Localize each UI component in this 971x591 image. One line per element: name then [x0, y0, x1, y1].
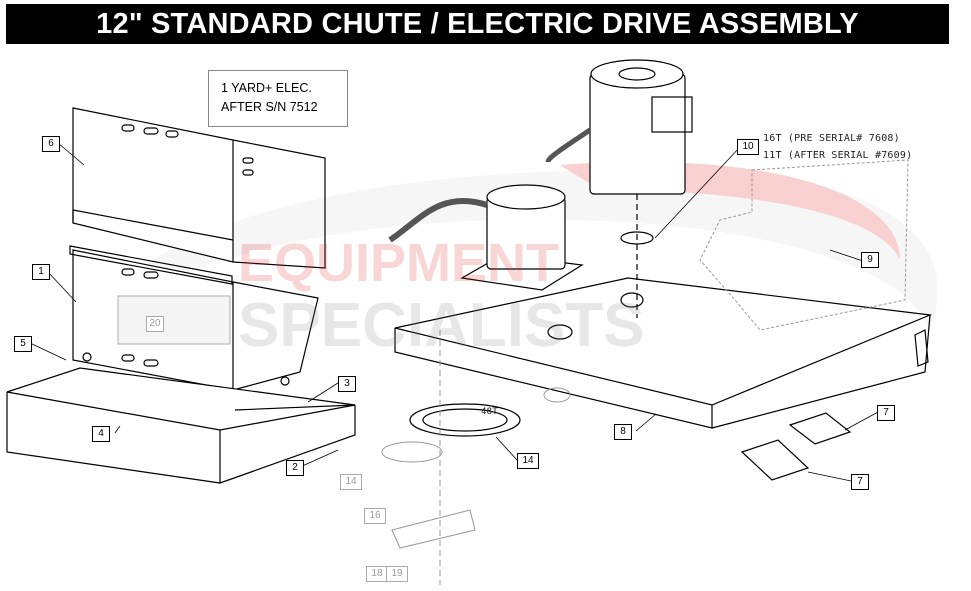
- callout-18: 18: [366, 566, 388, 582]
- callout-1: 1: [32, 264, 50, 280]
- callout-2: 2: [286, 460, 304, 476]
- note-box: 1 YARD+ ELEC. AFTER S/N 7512: [208, 70, 348, 127]
- page-title: 12" STANDARD CHUTE / ELECTRIC DRIVE ASSE…: [96, 7, 859, 40]
- callout-19: 19: [386, 566, 408, 582]
- base-plate: [394, 277, 933, 429]
- chute-base: [6, 352, 356, 484]
- callout-14b: 14: [340, 474, 362, 490]
- drive-sprocket: [409, 403, 521, 437]
- callout-4: 4: [92, 426, 110, 442]
- cover-plates: [740, 412, 852, 481]
- leader-lines: [29, 142, 879, 482]
- callout-9: 9: [861, 252, 879, 268]
- title-bar: 12" STANDARD CHUTE / ELECTRIC DRIVE ASSE…: [6, 4, 949, 44]
- callout-14a: 14: [517, 453, 539, 469]
- callout-5: 5: [14, 336, 32, 352]
- callout-20: 20: [146, 316, 164, 332]
- note-line-1: 1 YARD+ ELEC.: [221, 81, 312, 95]
- callout-3: 3: [338, 376, 356, 392]
- callout-7a: 7: [877, 405, 895, 421]
- teeth-note-after: 11T (AFTER SERIAL #7609): [763, 150, 913, 161]
- chute-upper-panel: [72, 107, 326, 269]
- callout-10: 10: [737, 139, 759, 155]
- callout-7b: 7: [851, 474, 869, 490]
- gear-motor-large: [545, 59, 693, 318]
- ghost-bracket: [699, 159, 909, 331]
- gear-motor-small: [388, 184, 584, 291]
- sprocket-teeth-label: 48T: [481, 407, 498, 417]
- teeth-note-pre: 16T (PRE SERIAL# 7608): [763, 133, 900, 144]
- ghost-shaft-parts: [381, 330, 571, 585]
- callout-8: 8: [614, 424, 632, 440]
- callout-6: 6: [42, 136, 60, 152]
- note-line-2: AFTER S/N 7512: [221, 100, 318, 114]
- callout-16: 16: [364, 508, 386, 524]
